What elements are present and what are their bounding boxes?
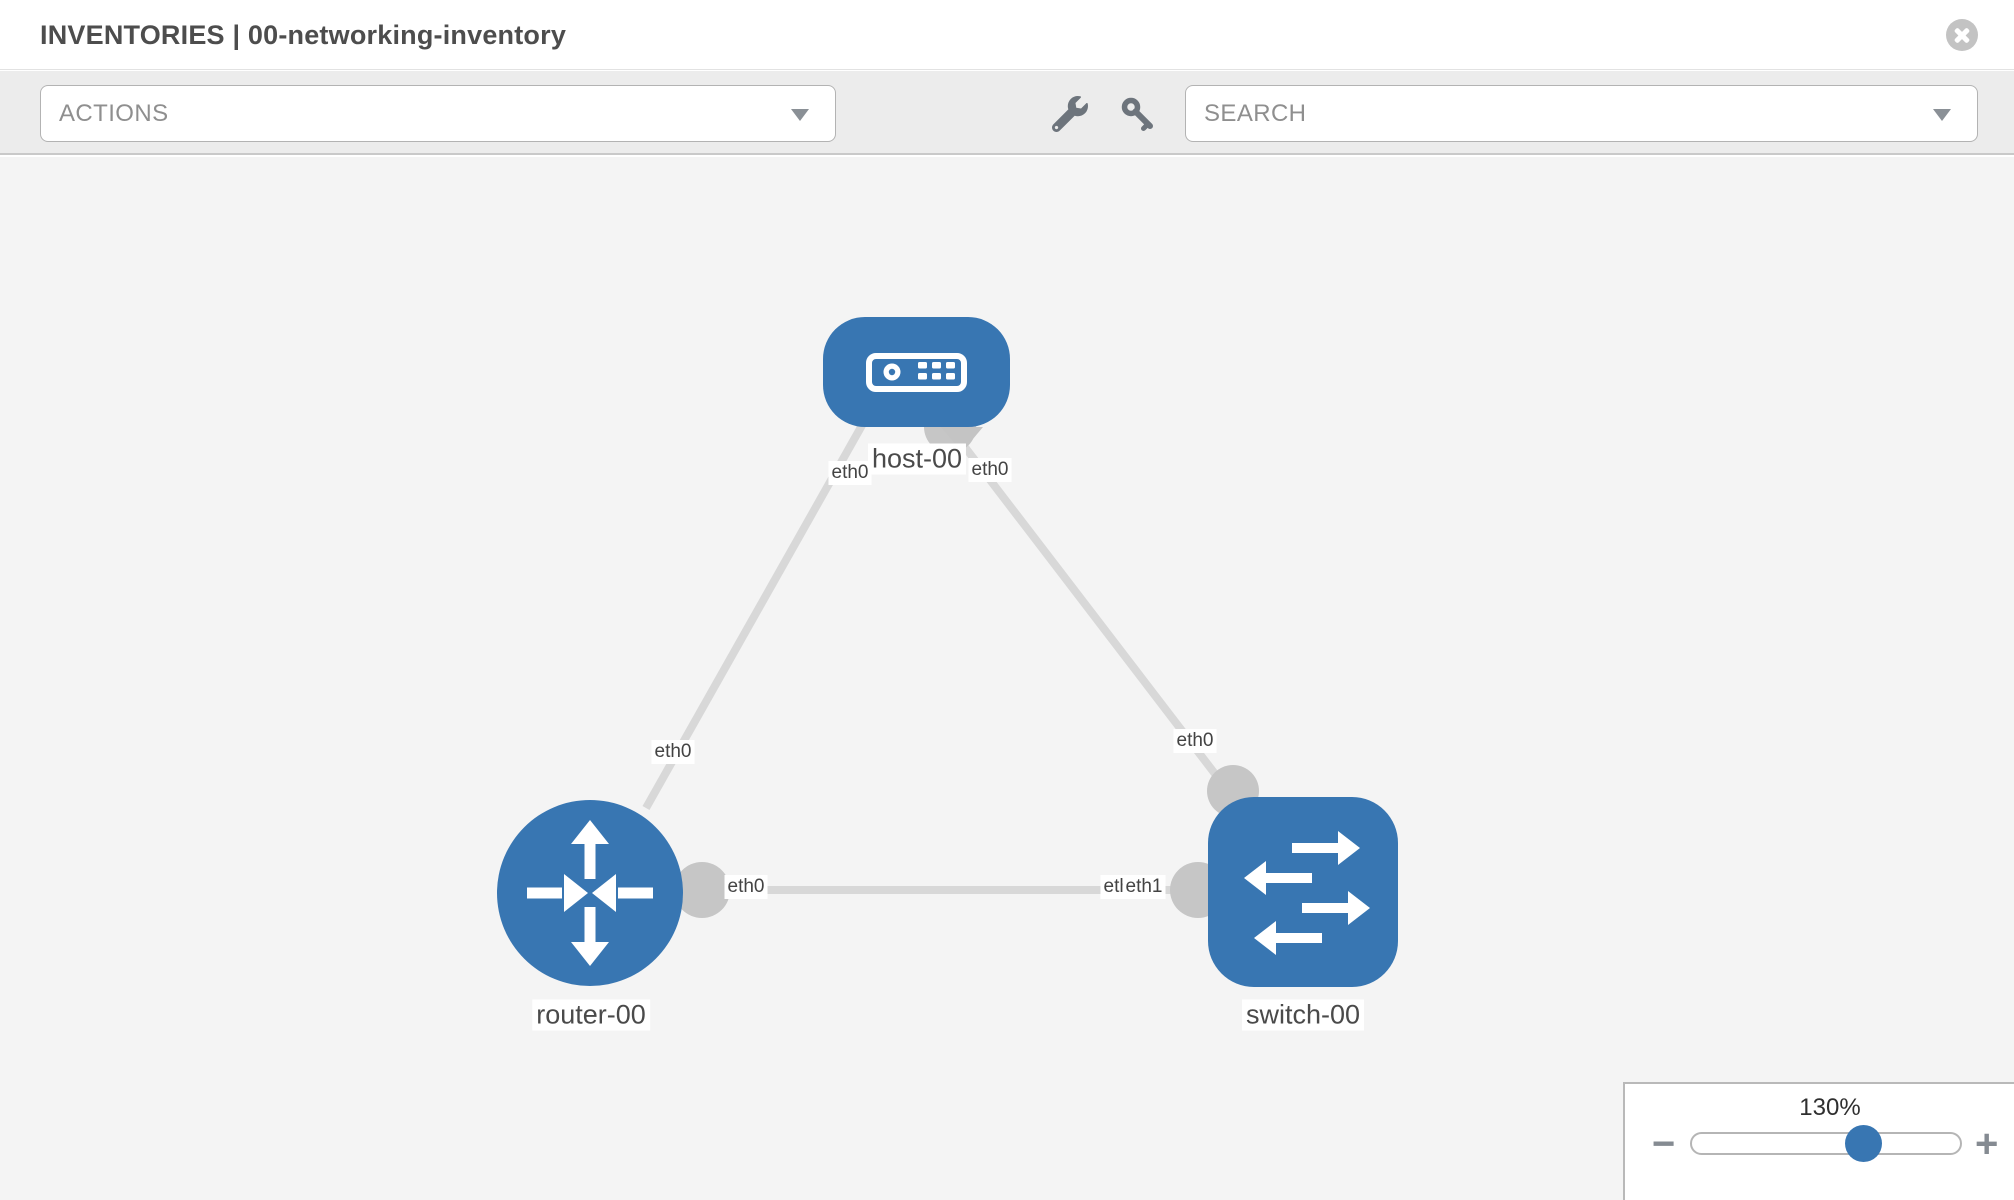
link-arrowhead bbox=[941, 427, 983, 452]
node-router[interactable] bbox=[497, 800, 683, 986]
iface-label: eth0 bbox=[724, 875, 768, 899]
zoom-panel: 130% − + bbox=[1623, 1082, 2014, 1200]
node-label-router: router-00 bbox=[532, 999, 650, 1031]
switch-icon bbox=[1244, 831, 1370, 955]
search-placeholder: SEARCH bbox=[1204, 100, 1307, 127]
topology-canvas[interactable]: eth0 eth0 eth0 eth0 eth0 eth1 eth0 host-… bbox=[0, 157, 2014, 1200]
zoom-slider-track[interactable] bbox=[1690, 1125, 1962, 1162]
wrench-icon[interactable] bbox=[1051, 96, 1088, 133]
page-header: INVENTORIES | 00-networking-inventory bbox=[0, 0, 2014, 70]
key-icon[interactable] bbox=[1120, 96, 1156, 132]
zoom-in-button[interactable]: + bbox=[1975, 1122, 1999, 1166]
iface-label: eth0 bbox=[1173, 729, 1217, 753]
chevron-down-icon bbox=[1933, 109, 1951, 121]
page-title: INVENTORIES | 00-networking-inventory bbox=[40, 20, 567, 50]
zoom-level-readout: 130% bbox=[1799, 1094, 1861, 1121]
search-dropdown[interactable]: SEARCH bbox=[1185, 85, 1978, 142]
iface-label: eth1 bbox=[1122, 875, 1166, 899]
host-icon bbox=[866, 353, 967, 392]
node-host[interactable] bbox=[823, 317, 1010, 427]
iface-label: eth0 bbox=[968, 458, 1012, 482]
iface-label: eth0 bbox=[651, 740, 695, 764]
endpoint-router-eth0[interactable] bbox=[674, 862, 730, 918]
zoom-out-button[interactable]: − bbox=[1652, 1122, 1676, 1166]
actions-dropdown[interactable]: ACTIONS bbox=[40, 85, 836, 142]
node-switch[interactable] bbox=[1208, 797, 1398, 987]
node-label-host: host-00 bbox=[867, 443, 967, 475]
actions-dropdown-label: ACTIONS bbox=[59, 100, 169, 127]
chevron-down-icon bbox=[791, 109, 809, 121]
toolbar: ACTIONS SEARCH bbox=[0, 71, 2014, 155]
zoom-slider-thumb[interactable] bbox=[1845, 1125, 1882, 1162]
node-label-switch: switch-00 bbox=[1241, 999, 1365, 1031]
close-button[interactable] bbox=[1946, 19, 1978, 51]
iface-label: eth0 bbox=[828, 461, 872, 485]
router-icon bbox=[527, 820, 653, 966]
